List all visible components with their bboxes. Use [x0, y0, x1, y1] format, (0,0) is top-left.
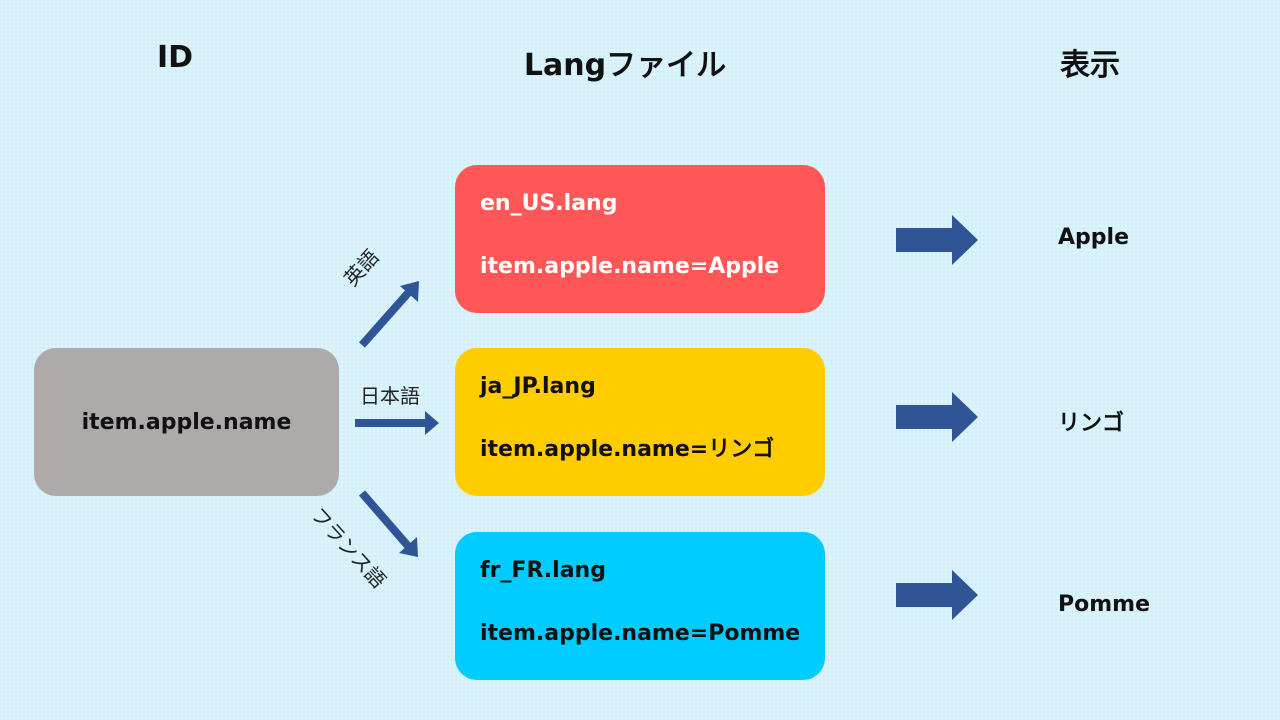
- id-text: item.apple.name: [81, 409, 292, 435]
- lang-file-name: en_US.lang: [480, 191, 618, 216]
- arrow-to-japanese: [355, 411, 439, 435]
- lang-file-en-us: en_US.lang item.apple.name=Apple: [455, 165, 825, 313]
- heading-id: ID: [156, 40, 194, 75]
- arrow-to-english: [359, 281, 419, 348]
- block-arrow-en: [896, 215, 978, 265]
- lang-file-entry: item.apple.name=Apple: [480, 254, 780, 279]
- heading-lang-file: Langファイル: [523, 48, 727, 83]
- lang-file-entry: item.apple.name=Pomme: [480, 621, 801, 646]
- lang-file-name: ja_JP.lang: [480, 374, 596, 399]
- block-arrow-fr: [896, 570, 978, 620]
- lang-file-fr-fr: fr_FR.lang item.apple.name=Pomme: [455, 532, 825, 680]
- block-arrow-ja: [896, 392, 978, 442]
- label-japanese: 日本語: [360, 384, 420, 408]
- id-box: item.apple.name: [34, 348, 339, 496]
- lang-file-name: fr_FR.lang: [480, 558, 606, 583]
- result-english: Apple: [1058, 225, 1129, 250]
- arrow-to-french: [358, 490, 418, 557]
- heading-display: 表示: [1060, 48, 1120, 83]
- lang-file-entry: item.apple.name=リンゴ: [480, 437, 775, 462]
- lang-file-ja-jp: ja_JP.lang item.apple.name=リンゴ: [455, 348, 825, 496]
- result-japanese: リンゴ: [1058, 411, 1125, 436]
- result-french: Pomme: [1058, 592, 1151, 617]
